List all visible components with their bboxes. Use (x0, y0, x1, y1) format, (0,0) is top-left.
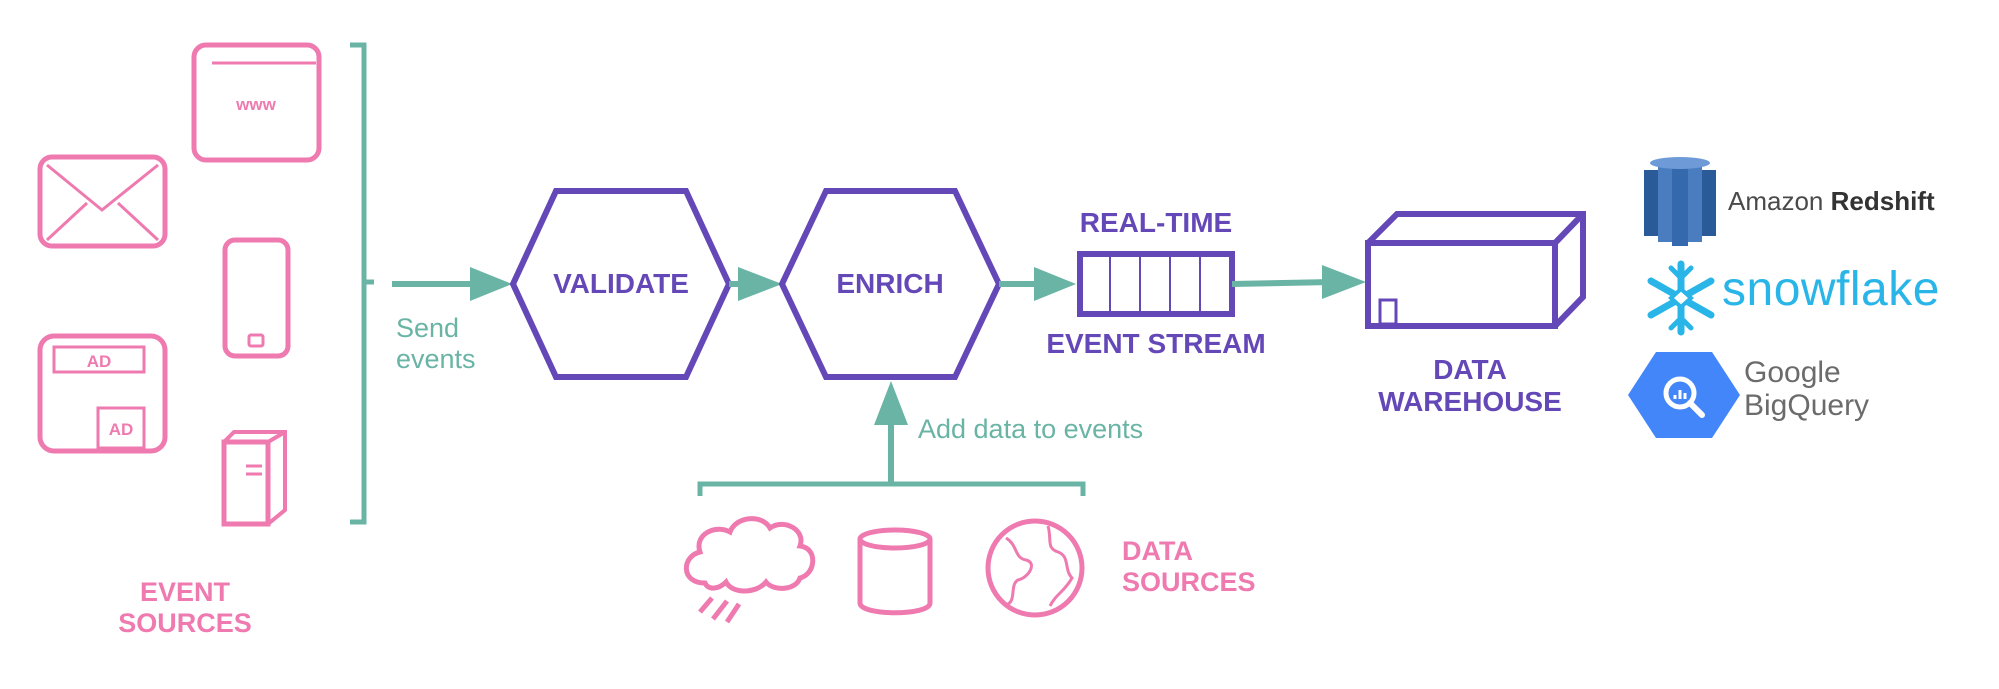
stream-to-warehouse-arrow-line (1231, 279, 1333, 287)
amazon-redshift-name: Redshift (1830, 186, 1935, 216)
add-data-to-events-label: Add data to events (918, 414, 1144, 444)
event-stream-label: EVENT STREAM (1046, 328, 1266, 359)
send-events-arrowhead (470, 267, 512, 301)
send-events-line1: Send (396, 313, 460, 343)
google-bigquery-logo-icon (1628, 352, 1740, 438)
enrich-label: ENRICH (836, 268, 944, 299)
event-sources-bracket (350, 42, 374, 525)
data-sources-label: DATA SOURCES (1122, 536, 1282, 598)
stream-to-warehouse-arrowhead (1322, 265, 1366, 299)
ad-bottom-text: AD (109, 420, 134, 439)
send-events-line2: events (396, 344, 476, 375)
data-warehouse-box-icon (1365, 211, 1586, 329)
validate-to-enrich-arrowhead (738, 267, 782, 301)
amazon-redshift-wordmark: Amazon Redshift (1728, 186, 1935, 217)
email-envelope-icon (37, 154, 168, 249)
validate-label: VALIDATE (553, 268, 689, 299)
amazon-redshift-logo-icon (1644, 157, 1716, 246)
send-events-label: Send events (396, 313, 526, 375)
data-warehouse-label-line2: WAREHOUSE (1378, 386, 1562, 418)
data-sources-bracket (697, 481, 1086, 496)
data-warehouse-label: DATA WAREHOUSE (1330, 354, 1610, 418)
ad-top-text: AD (87, 352, 112, 371)
google-bigquery-wordmark: Google BigQuery (1744, 356, 1869, 422)
google-bigquery-line1: Google (1744, 356, 1841, 389)
amazon-redshift-prefix: Amazon (1728, 186, 1831, 216)
data-sources-label-line1: DATA (1122, 536, 1193, 566)
web-icon-text: www (235, 95, 276, 114)
globe-icon (985, 518, 1085, 618)
event-sources-label-line2: SOURCES (118, 608, 252, 639)
data-sources-up-arrowhead (874, 381, 908, 425)
mobile-phone-icon (222, 237, 291, 359)
event-stream-queue-icon (1077, 251, 1235, 317)
enrich-to-stream-arrowhead (1034, 267, 1076, 301)
google-bigquery-line2: BigQuery (1744, 389, 1870, 422)
event-sources-label-line1: EVENT (139, 577, 231, 607)
weather-cloud-icon (683, 516, 816, 624)
ad-display-icon (37, 333, 168, 454)
snowflake-logo-icon (1647, 260, 1715, 336)
data-sources-label-line2: SOURCES (1122, 567, 1256, 598)
server-tower-icon (221, 430, 287, 527)
snowflake-wordmark: snowflake (1722, 263, 1940, 316)
data-warehouse-label-line1: DATA (1433, 354, 1507, 385)
web-browser-icon (191, 42, 322, 163)
event-sources-label: EVENT SOURCES (80, 577, 290, 639)
real-time-label: REAL-TIME (1079, 207, 1233, 238)
database-cylinder-icon (857, 527, 933, 616)
